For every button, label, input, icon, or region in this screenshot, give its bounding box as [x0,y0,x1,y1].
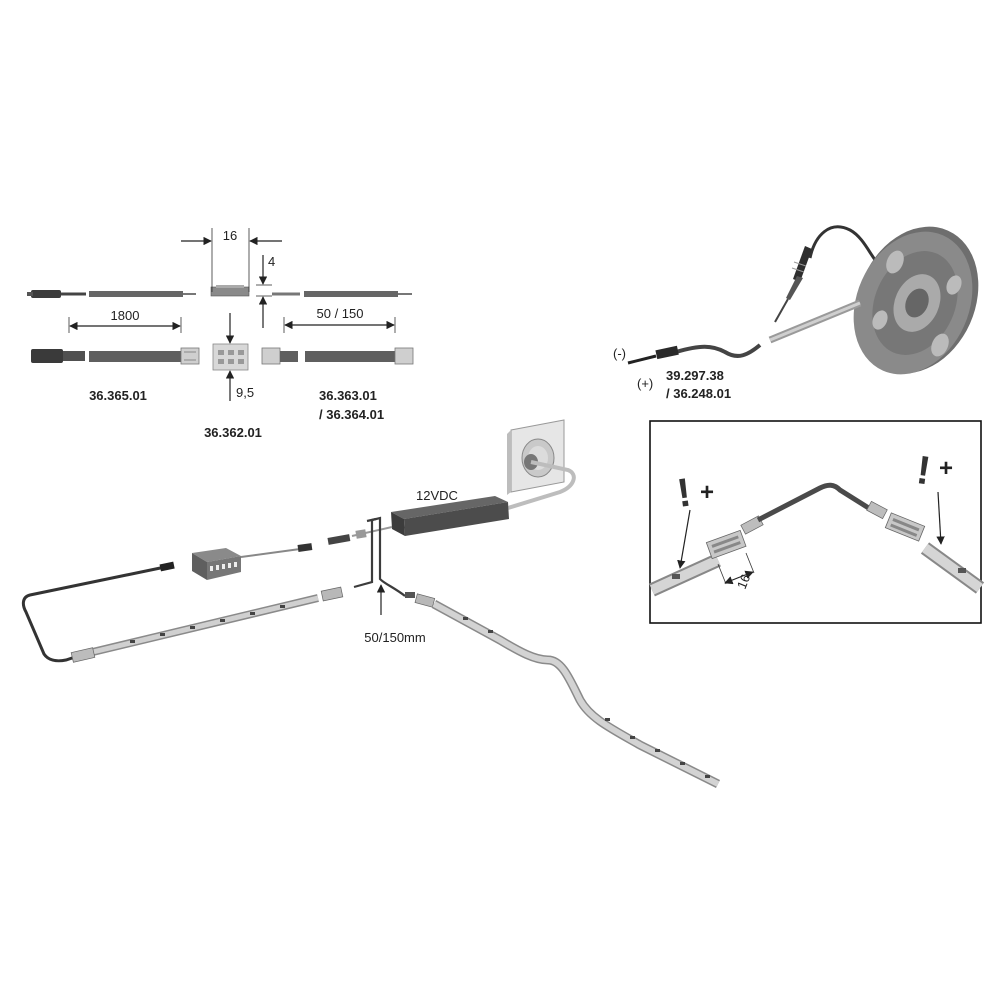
side-plug [31,290,61,298]
part-number-center: 36.362.01 [204,425,262,440]
top-technical-drawing: 16 4 1800 50 / 150 [27,228,414,440]
plus-icon-right: + [939,455,953,482]
part-number-right-2: / 36.364.01 [319,407,384,422]
dim-lengths: 50 / 150 [283,306,396,333]
soldering-iron-icon [774,246,812,323]
inset-connector-detail: 16 ! + ! + [649,420,985,624]
psu-plug [327,534,351,545]
reel-part-number-2: / 36.248.01 [666,386,731,401]
distance-label: 50/150mm [364,630,425,645]
power-supply-icon [391,496,509,536]
top-cable-clip-right-end [394,347,414,365]
psu-voltage-label: 12VDC [416,488,458,503]
mains-cable [507,460,576,510]
side-plug-tip [27,292,33,296]
iron-cable [808,225,884,270]
dim-connector-width: 16 [181,228,282,292]
inset-connector-left [705,529,747,560]
dim-16-label: 16 [223,228,237,243]
side-connector-top [216,285,244,288]
top-cable-1800 [89,351,181,362]
top-view-row [31,343,414,371]
wall-socket-icon [507,419,565,495]
top-cable-clip [180,347,200,365]
reel-part-number-1: 39.297.38 [666,368,724,383]
led-strip-reel-icon [853,226,979,375]
inset-cable [756,482,877,523]
dim-50-150-label: 50 / 150 [317,306,364,321]
main-installation-diagram: 12VDC 50/150mm [21,419,721,789]
side-connector [210,286,250,297]
strip-connector-right [414,593,436,608]
side-view-row [27,285,412,298]
dim-9-5-label: 9,5 [236,385,254,400]
minus-label: (-) [613,346,626,361]
dim-4-label: 4 [268,254,275,269]
inset-connector-right [884,512,926,542]
top-cable-clip-right [261,347,281,365]
plus-icon-left: + [700,479,714,506]
dim-cable-length: 1800 [68,308,182,333]
side-cable-right [304,291,398,297]
dim-1800-label: 1800 [111,308,140,323]
warning-icon-right: ! [914,448,933,493]
top-plug [31,349,63,363]
dim-connector-height: 4 [256,254,275,328]
plus-label: (+) [637,376,653,391]
reel-soldering-diagram: (-) (+) 39.297.38 / 36.248.01 [613,225,979,401]
top-plug-neck [63,351,85,361]
inset-dim-16: 16 [734,572,753,591]
top-cable-right [305,351,395,362]
part-number-left: 36.365.01 [89,388,147,403]
reel-cable [675,343,762,358]
distributor-cable [240,548,301,558]
side-cable-1800 [89,291,183,297]
part-number-right-1: 36.363.01 [319,388,377,403]
dim-connector-height-2: 9,5 [225,313,254,401]
feed-cable-loop [21,564,171,663]
warning-icon-left: ! [674,470,693,515]
top-connector [212,343,249,371]
inset-frame [649,420,982,624]
reel-plug [655,345,679,360]
distributor-icon [192,548,241,580]
strip-connector-left [320,586,344,602]
